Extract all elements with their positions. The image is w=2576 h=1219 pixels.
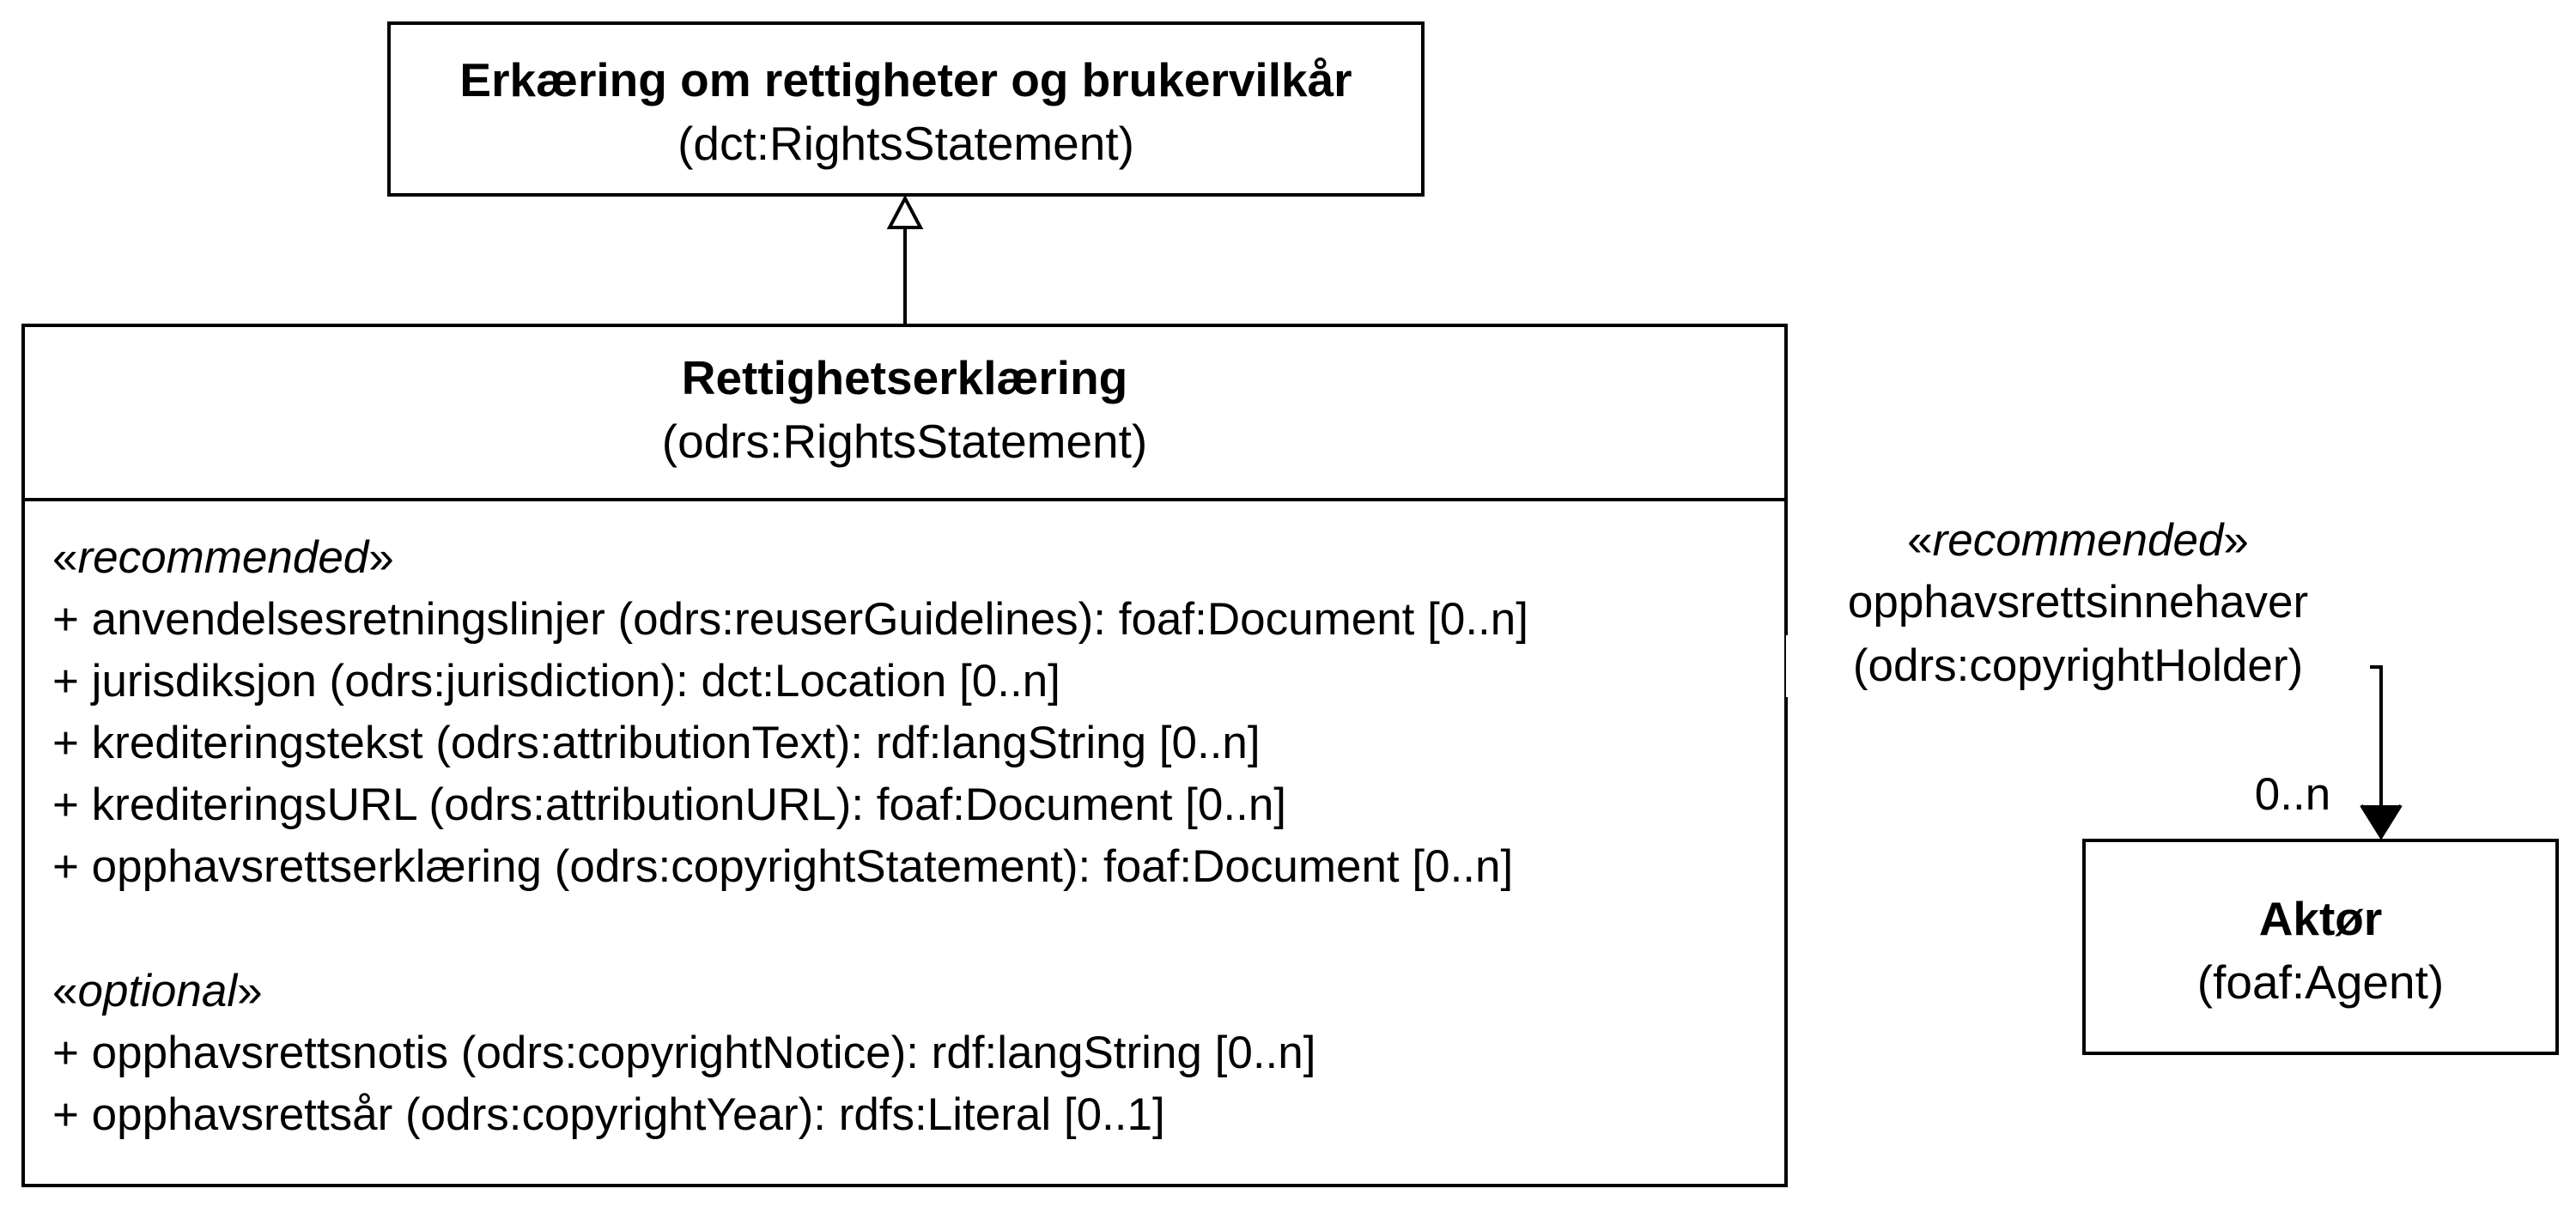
association-identifier: (odrs:copyrightHolder)	[1786, 635, 2370, 697]
generalization-arrowhead	[886, 194, 924, 229]
agent-class-title: Aktør	[2258, 892, 2383, 945]
attribute-compartment: «recommended» + anvendelsesretningslinje…	[25, 501, 1784, 1146]
attribute: + krediteringstekst (odrs:attributionTex…	[52, 718, 1261, 768]
association-stereotype: «recommended»	[1907, 515, 2249, 566]
attribute: + opphavsrettsår (odrs:copyrightYear): r…	[52, 1089, 1165, 1140]
attribute: + anvendelsesretningslinjer (odrs:reuser…	[52, 594, 1528, 645]
attribute: + opphavsrettsnotis (odrs:copyrightNotic…	[52, 1028, 1316, 1078]
attribute: + opphavsrettserklæring (odrs:copyrightS…	[52, 841, 1514, 892]
association-multiplicity: 0..n	[2254, 769, 2331, 820]
stereotype-optional: «optional»	[52, 966, 263, 1016]
superclass-identifier: (dct:RightsStatement)	[677, 117, 1134, 170]
main-class-title: Rettighetserklæring	[681, 351, 1128, 404]
group-spacer	[52, 898, 1784, 961]
association-arrowhead	[2360, 804, 2403, 840]
agent-class-box: Aktør (foaf:Agent)	[2082, 839, 2559, 1055]
association-name: opphavsrettsinnehaver	[1847, 577, 2309, 628]
main-class-identifier: (odrs:RightsStatement)	[661, 415, 1148, 468]
agent-class-identifier: (foaf:Agent)	[2196, 955, 2445, 1009]
superclass-title: Erkæring om rettigheter og brukervilkår	[459, 53, 1352, 106]
superclass-box: Erkæring om rettigheter og brukervilkår …	[387, 21, 1425, 197]
main-class-header: Rettighetserklæring (odrs:RightsStatemen…	[25, 327, 1784, 501]
attribute: + krediteringsURL (odrs:attributionURL):…	[52, 779, 1287, 830]
stereotype-recommended: «recommended»	[52, 532, 394, 583]
attribute: + jurisdiksjon (odrs:jurisdiction): dct:…	[52, 656, 1060, 707]
main-class-box: Rettighetserklæring (odrs:RightsStatemen…	[21, 324, 1788, 1187]
